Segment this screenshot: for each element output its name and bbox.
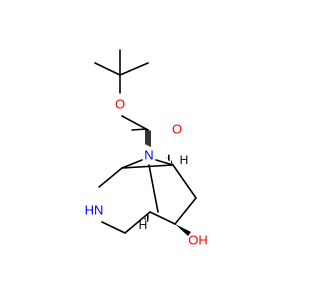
stereo-wedge-lower [144,212,150,222]
bond-carbonyl-to-o [131,128,147,131]
bond-choh [149,211,176,225]
molecule-structure: O O N HN OH H H [85,49,208,247]
boc-carbamate [121,115,151,147]
stereo-h-upper-label: H [180,153,189,167]
bond-upper-ch2 [98,167,123,188]
ring-nitrogen-label: HN [85,202,104,217]
ester-oxygen-label: O [115,96,125,111]
bond-tbu-methyl-left [94,62,121,76]
bridge-nitrogen-label: N [144,147,153,162]
bond-upper-bridgehead [121,164,174,169]
bond-tbu-methyl-right [119,62,149,76]
tert-butyl-group [94,49,149,94]
bond-lower-ch2 [124,211,151,234]
bond-n-bridge-right [155,159,174,166]
bicyclic-core [98,159,197,234]
stereo-wedge-hydroxyl [175,224,191,236]
bond-left-ring-ch2 [101,221,126,234]
bond-n-bridge-left [121,159,143,169]
bond-right-ch2 [174,197,197,225]
bond-bridgehead-right [172,164,197,199]
stereo-h-lower-label: H [139,218,148,232]
stereo-wedge-upper [166,154,173,165]
bond-n-bridge-down [148,164,159,213]
bond-ester-oxygen-carbonyl [121,115,149,131]
hydroxyl-label: OH [188,232,208,247]
carbonyl-oxygen-label: O [172,121,182,136]
